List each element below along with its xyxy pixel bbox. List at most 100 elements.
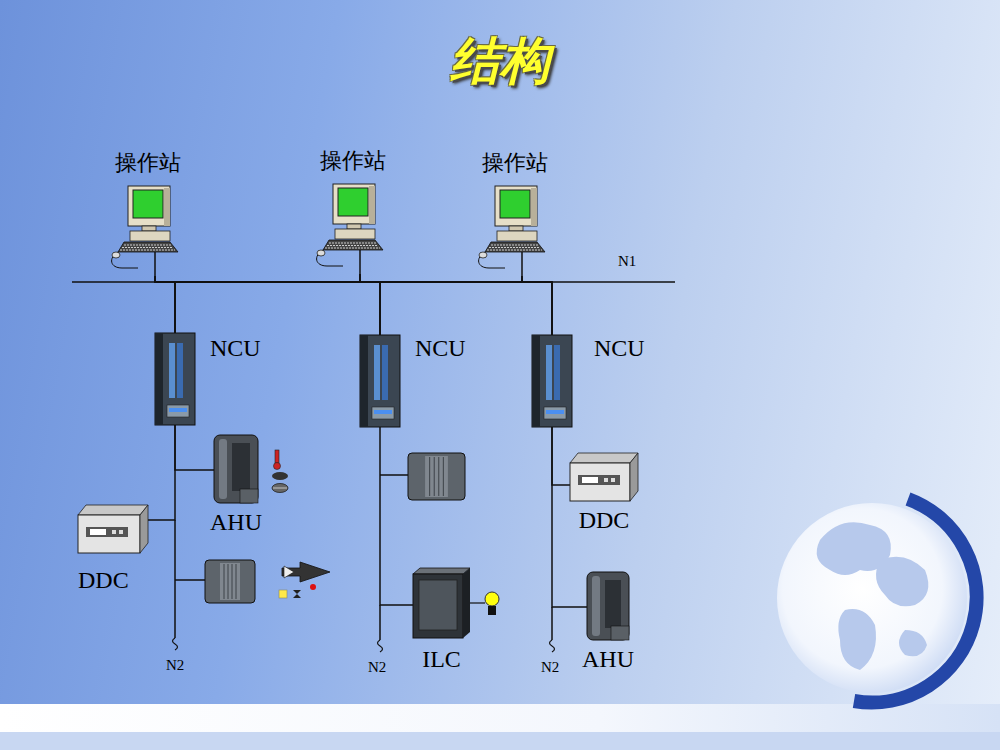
tower-icon — [532, 335, 572, 427]
valve-actuator-symbol — [282, 562, 330, 582]
ncu-controller: NCU — [360, 335, 466, 427]
ahu-body — [587, 572, 629, 640]
network-connector — [360, 274, 552, 335]
ddc-top — [78, 505, 148, 515]
bus-label: N1 — [618, 253, 636, 269]
lamp-wire — [470, 602, 485, 603]
mouse — [317, 250, 325, 256]
io-module-ridge — [236, 564, 237, 599]
ddc-controller: DDC — [78, 505, 148, 594]
bottom-band — [0, 704, 1000, 732]
monitor-side — [369, 186, 375, 224]
bus-label-box: N2 — [166, 656, 184, 674]
monitor-side — [531, 188, 537, 226]
bus-label: N2 — [166, 657, 184, 673]
ahu-controller: AHU — [210, 435, 262, 536]
ahu-icon — [214, 435, 258, 503]
io-module — [205, 560, 255, 603]
operator-station: 操作站 — [475, 148, 555, 276]
node-label: ILC — [422, 646, 461, 673]
bus-label: N2 — [541, 659, 559, 675]
node-label: NCU — [415, 335, 466, 362]
io-module-ridge — [438, 457, 439, 496]
cabinet-drive — [544, 407, 566, 419]
bus-label-box: N2 — [541, 658, 559, 676]
network-connector — [380, 427, 413, 605]
network-connector — [175, 276, 522, 333]
io-module-ridge — [434, 457, 435, 496]
globe-ring — [854, 499, 977, 702]
pc-base — [335, 229, 375, 239]
ddc-panel — [86, 527, 128, 537]
node-label: NCU — [594, 335, 645, 362]
ahu-controller: AHU — [582, 572, 634, 673]
ilc-controller: ILC — [413, 568, 470, 673]
operator-station: 操作站 — [313, 146, 393, 274]
keyboard-keys — [491, 245, 538, 246]
bus-label-box: N2 — [368, 658, 386, 676]
ddc-side — [630, 453, 638, 501]
pc-icon — [475, 184, 555, 276]
ahu-icon — [587, 572, 629, 640]
damper-symbol — [272, 484, 288, 493]
valve-actuator-symbol — [284, 566, 294, 578]
ahu-step — [240, 489, 258, 503]
ddc-front — [78, 515, 140, 553]
tower-icon — [360, 335, 400, 427]
ilc-top — [413, 568, 470, 574]
break-mark — [550, 640, 555, 652]
switch-symbol — [279, 590, 287, 598]
network-connector — [148, 425, 175, 520]
cabinet — [155, 333, 195, 425]
pc-icon — [313, 182, 393, 274]
network-connector — [175, 425, 214, 470]
keyboard-keys — [327, 245, 378, 246]
ddc-panel — [578, 475, 620, 485]
cabinet-drive — [372, 407, 394, 419]
ahu-panel — [232, 443, 250, 491]
io-module-ridge — [224, 564, 225, 599]
monitor-stand — [347, 224, 361, 229]
ddc-icon — [78, 505, 148, 553]
pc-cable — [154, 252, 156, 276]
ddc-top — [570, 453, 638, 463]
ddc-front — [570, 463, 630, 501]
io-module — [205, 560, 255, 603]
keyboard-keys — [124, 245, 171, 246]
ddc-button — [112, 530, 116, 534]
bus-label-box: N1 — [618, 252, 636, 270]
node-label: 操作站 — [482, 148, 548, 178]
globe — [777, 503, 967, 693]
keyboard-keys — [122, 247, 173, 248]
keyboard — [323, 240, 383, 250]
title-box: 结构 — [0, 28, 1000, 95]
monitor — [128, 186, 170, 226]
monitor-stand — [509, 226, 523, 231]
cabinet-panel — [546, 345, 552, 400]
ddc-display — [90, 529, 106, 535]
network-connector — [155, 276, 552, 335]
ddc-button — [119, 530, 123, 534]
keyboard — [118, 242, 178, 252]
keyboard-keys — [325, 248, 380, 249]
cabinet-side — [360, 335, 368, 427]
node-label: 操作站 — [320, 146, 386, 176]
monitor-stand — [142, 226, 156, 231]
valve-symbol — [293, 590, 301, 598]
n2-bus — [551, 607, 553, 640]
pc-base — [497, 231, 537, 241]
node-label: 操作站 — [115, 148, 181, 178]
ddc-button — [611, 478, 615, 482]
bus-label: N2 — [368, 659, 386, 675]
io-module — [408, 453, 465, 500]
ddc-button — [604, 478, 608, 482]
ahu-highlight — [219, 439, 227, 499]
cabinet-drive — [167, 405, 189, 417]
thermometer-symbol — [274, 463, 281, 470]
monitor-screen — [500, 190, 530, 218]
network-connector — [522, 276, 552, 335]
humidity-sensor-symbol — [272, 472, 288, 480]
io-module — [408, 453, 465, 500]
monitor — [495, 186, 537, 226]
